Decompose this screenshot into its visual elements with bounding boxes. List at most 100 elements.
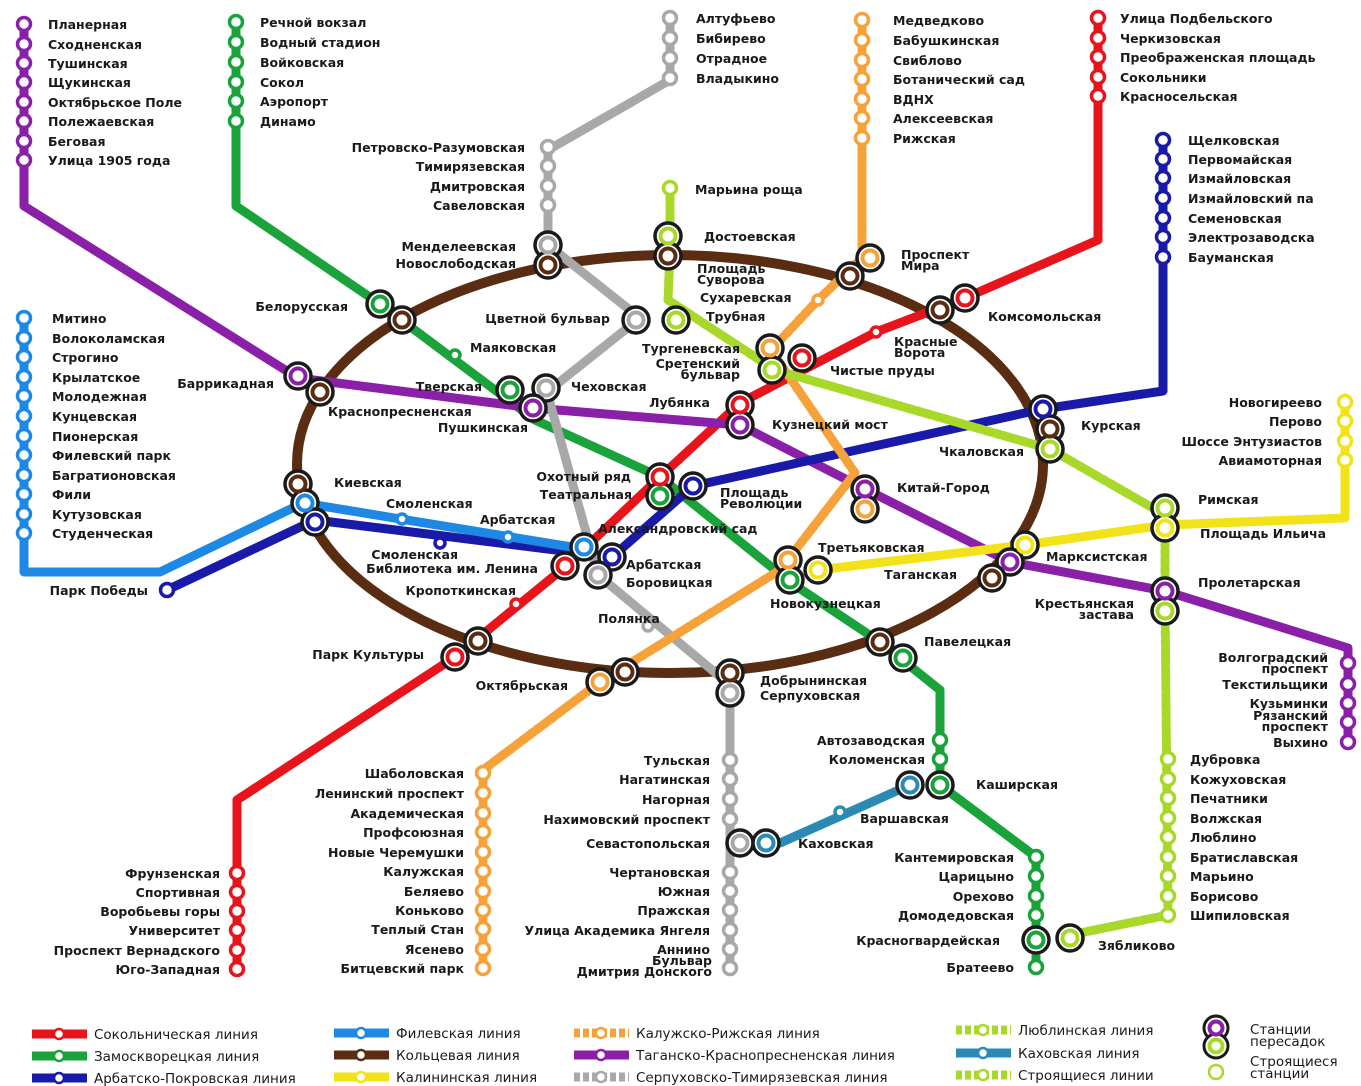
label-paveletskaya: Павелецкая: [924, 634, 1011, 649]
legend-kaluzhsko_rizhskaya: Калужско-Рижская линия: [574, 1026, 820, 1042]
belyaevo-marker: [474, 882, 492, 900]
label-novogireevo: Новогиреево: [1229, 395, 1323, 410]
label-fili: Фили: [52, 487, 91, 502]
label-yasenevo: Ясенево: [405, 942, 465, 957]
label-rizhskaya: Рижская: [893, 131, 956, 146]
label-okhotny_ryad: Охотный ряд: [536, 469, 631, 484]
label-semenovskaya: Семеновская: [1188, 211, 1282, 226]
dinamo-marker: [227, 112, 245, 130]
label-kutuzovskaya: Кутузовская: [52, 507, 142, 522]
kashirskaya-transfer: [895, 770, 955, 800]
frunzenskaya-marker: [228, 864, 246, 882]
sviblovo-marker: [853, 51, 871, 69]
park_pobedy-marker: [158, 581, 176, 599]
label-yuzhnaya: Южная: [658, 884, 710, 899]
label-sokolniki: Сокольники: [1120, 70, 1207, 85]
label-novokuznetskaya: Новокузнецкая: [770, 596, 881, 611]
tsaritsyno-marker: [1027, 867, 1045, 885]
label-bratislavskaya: Братиславская: [1190, 850, 1298, 865]
label-petrovsko_razumovskaya: Петровско-Разумовская: [352, 140, 525, 155]
label-tushinskaya: Тушинская: [48, 56, 128, 71]
label-belyaevo: Беляево: [404, 884, 465, 899]
kievskaya-transfer: [283, 469, 330, 537]
novye_cheremushki-marker: [474, 843, 492, 861]
label-volokolamskaya: Волоколамская: [52, 331, 165, 346]
vodny_stadion-marker: [227, 33, 245, 51]
label-volzhskaya: Волжская: [1190, 811, 1262, 826]
label-chekhovskaya: Чеховская: [571, 379, 647, 394]
profsoyuznaya-marker: [474, 823, 492, 841]
label-kurskaya: Курская: [1081, 418, 1141, 433]
proletarskaya-transfer: [1150, 576, 1180, 626]
legend-label: Замоскворецкая линия: [94, 1049, 259, 1065]
tyoply_stan-marker: [474, 920, 492, 938]
legend-serpukhovsko: Серпуховско-Тимирязевская линия: [574, 1070, 888, 1086]
label-krylatskoe: Крылатское: [52, 370, 140, 385]
bibirevo-marker: [661, 29, 679, 47]
label-rimskaya: Римская: [1198, 492, 1259, 507]
label-kitay_gorod: Китай-Город: [897, 480, 990, 495]
sokol-marker: [227, 73, 245, 91]
oktyabrskoe_pole-marker: [15, 93, 33, 111]
label-chertanovskaya: Чертановская: [609, 865, 710, 880]
polezhaevskaya-marker: [15, 112, 33, 130]
label-aleksandrovsky_sad: Александровский сад: [598, 521, 758, 536]
label-dostoevskaya: Достоевская: [704, 229, 796, 244]
barrikadnaya-transfer: [283, 361, 335, 407]
label-dubrovka: Дубровка: [1190, 752, 1260, 767]
lyublino-marker: [1159, 828, 1177, 846]
begovaya-marker: [15, 132, 33, 150]
label-molodezhnaya: Молодежная: [52, 389, 147, 404]
filevsky_park-marker: [15, 446, 33, 464]
label-universitet: Университет: [128, 923, 220, 938]
label-smolenskaya_1: Смоленская: [386, 496, 473, 511]
alekseevskaya-marker: [853, 109, 871, 127]
label-teatralnaya: Театральная: [540, 487, 632, 502]
bagrationovskaya-marker: [15, 466, 33, 484]
izmaylovsky_park-marker: [1154, 189, 1172, 207]
label-tekstilshchiki: Текстильщики: [1222, 677, 1328, 692]
label-sviblovo: Свиблово: [893, 53, 962, 68]
legend-label: Строящиеся линии: [1018, 1068, 1154, 1084]
legend-zamoskvoretskaya: Замоскворецкая линия: [32, 1049, 259, 1065]
label-pechatniki: Печатники: [1190, 791, 1268, 806]
label-kuznetsky_most: Кузнецкий мост: [772, 417, 889, 432]
volgogradsky-marker: [1339, 654, 1357, 672]
volokolamskaya-marker: [15, 329, 33, 347]
legend-label: Сокольническая линия: [94, 1027, 258, 1043]
legend-tagansko: Таганско-Краснопресненская линия: [574, 1048, 895, 1064]
petrovsko_razumovskaya-marker: [539, 138, 557, 156]
label-vladykino: Владыкино: [696, 71, 779, 86]
tulskaya-marker: [721, 751, 739, 769]
pechatniki-marker: [1159, 789, 1177, 807]
shipilovskaya-marker: [1159, 906, 1177, 924]
kantemirovskaya-marker: [1027, 848, 1045, 866]
legend-kakhovskaya: Каховская линия: [956, 1046, 1139, 1062]
smolenskaya_2-marker: [433, 536, 447, 550]
arbatskaya-transfer: [550, 532, 627, 590]
paveletskaya-transfer: [865, 627, 918, 673]
krasnye_vorota-marker: [869, 325, 883, 339]
legend-lyublinskaya: Люблинская линия: [956, 1023, 1153, 1039]
preobrazhenskaya-marker: [1089, 48, 1107, 66]
label-kolomenskaya: Коломенская: [829, 752, 925, 767]
label-cherkizovskaya: Черкизовская: [1120, 31, 1221, 46]
legend-label: Серпуховско-Тимирязевская линия: [636, 1070, 888, 1086]
label-kozhukhovskaya: Кожуховская: [1190, 772, 1286, 787]
semenovskaya-marker: [1154, 209, 1172, 227]
rechnoy_vokzal-marker: [227, 13, 245, 31]
izmaylovskaya-marker: [1154, 169, 1172, 187]
label-pionerskaya: Пионерская: [52, 429, 138, 444]
label-botanichesky_sad: Ботанический сад: [893, 72, 1025, 87]
label-domodedovskaya: Домодедовская: [898, 908, 1014, 923]
maryina_roshcha-marker: [661, 179, 679, 197]
smolenskaya_1-marker: [395, 512, 409, 526]
label-frunzenskaya: Фрунзенская: [125, 866, 220, 881]
label-kuntsevskaya: Кунцевская: [52, 409, 137, 424]
label-novye_cheremushki: Новые Черемушки: [328, 845, 464, 860]
label-dinamo: Динамо: [260, 114, 316, 129]
